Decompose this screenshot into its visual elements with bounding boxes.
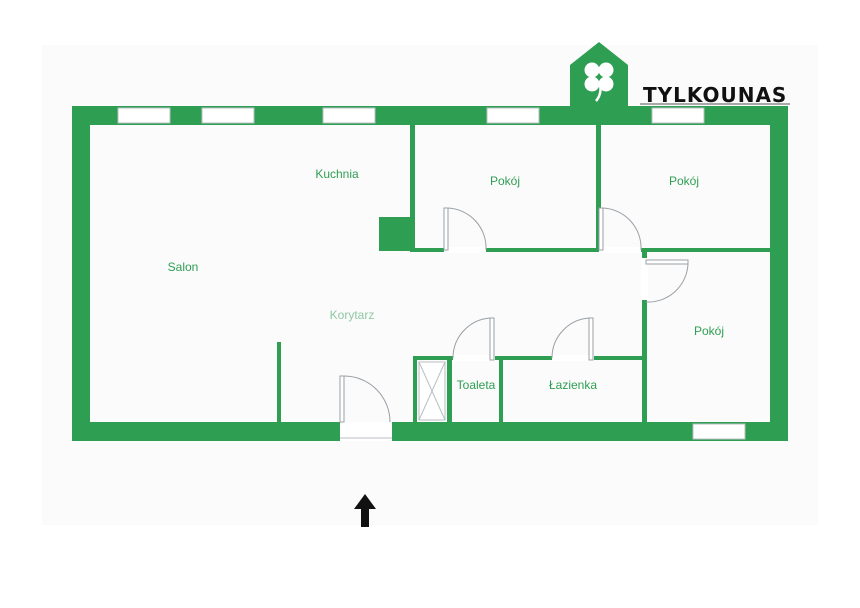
kitchen-column — [379, 217, 412, 251]
door-leaf — [588, 317, 594, 361]
wall-bottom — [72, 422, 788, 441]
clover-leaf — [584, 76, 600, 92]
room-label-pokoj-3: Pokój — [694, 324, 724, 338]
wall-bath-right — [642, 248, 647, 422]
window — [117, 107, 171, 124]
clover-house-icon — [570, 42, 628, 106]
door-swing — [645, 263, 689, 303]
wall-toilet-right — [499, 356, 503, 422]
room-label-pokoj-1: Pokój — [490, 174, 520, 188]
interior-walls — [277, 125, 770, 422]
door-leaf — [339, 375, 345, 423]
clover-stem — [595, 83, 602, 102]
installation-shaft — [418, 361, 446, 421]
door-swing — [602, 207, 642, 251]
window — [486, 107, 540, 124]
door-gap — [552, 355, 594, 361]
room-label-salon: Salon — [168, 260, 199, 274]
door-gap — [453, 355, 495, 361]
window — [651, 107, 705, 124]
wall-left — [72, 106, 90, 441]
door-swing — [343, 375, 391, 423]
wall-right — [770, 106, 788, 441]
wall-shaft-left — [413, 356, 417, 422]
wall-bathroom-top — [413, 356, 646, 360]
door-leaf — [489, 317, 495, 361]
brand-name: TYLKOUNAS — [643, 83, 787, 107]
windows — [117, 107, 746, 440]
entrance-gap — [340, 422, 392, 441]
room-label-korytarz: Korytarz — [330, 308, 375, 322]
window — [692, 423, 746, 440]
room-label-toaleta: Toaleta — [457, 378, 496, 392]
wall-rooms-divider — [596, 125, 601, 251]
door-gap — [599, 247, 641, 253]
door-leaf — [598, 207, 604, 251]
clover-leaf — [598, 62, 614, 78]
wall-salon-partial — [277, 342, 281, 422]
wall-rooms-bottom — [410, 248, 770, 252]
wall-kitchen-right — [410, 125, 415, 251]
doors — [339, 207, 689, 423]
door-leaf — [645, 259, 689, 265]
logo-house-shape — [570, 42, 628, 106]
wall-shaft-right — [447, 356, 452, 422]
clover-leaf — [598, 76, 614, 92]
room-label-pokoj-2: Pokój — [669, 174, 699, 188]
arrow-shaft — [361, 508, 369, 527]
door-swing — [447, 207, 487, 251]
arrow-up-icon — [354, 494, 376, 527]
door-swing — [551, 317, 590, 359]
window — [322, 107, 376, 124]
door-gap — [444, 247, 486, 253]
door-gap — [641, 258, 648, 300]
door-swing — [452, 317, 491, 359]
window — [201, 107, 255, 124]
clover-leaf — [584, 62, 600, 78]
arrow-head — [354, 494, 376, 509]
room-labels: Salon Kuchnia Pokój Pokój Pokój Korytarz… — [168, 167, 724, 392]
door-leaf — [443, 207, 449, 251]
shaft-cross-b — [418, 361, 446, 421]
room-label-kuchnia: Kuchnia — [315, 167, 359, 181]
room-label-lazienka: Łazienka — [549, 378, 597, 392]
